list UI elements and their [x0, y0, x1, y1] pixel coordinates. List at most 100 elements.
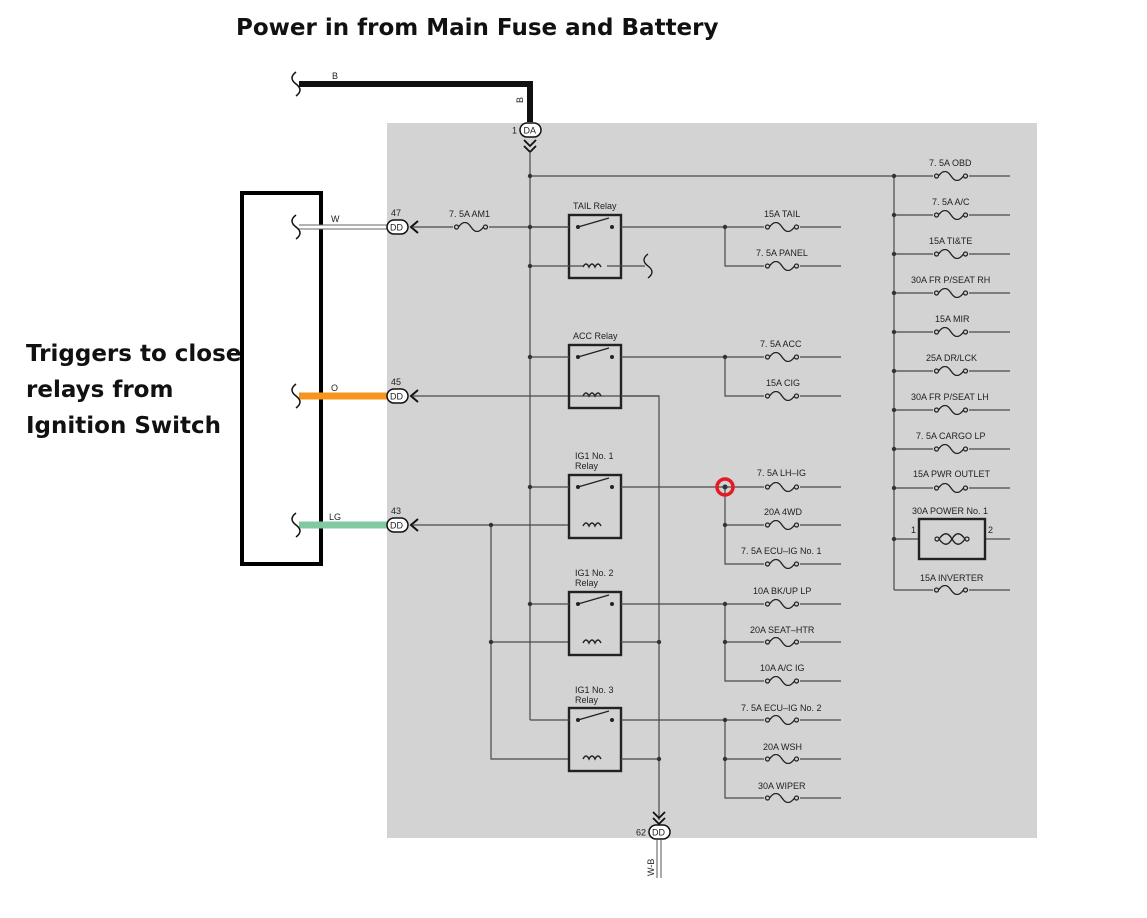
junction-dot [722, 522, 728, 528]
highlight-circle [715, 477, 735, 497]
relay-acc: ACC Relay [567, 331, 623, 410]
junction-dot [891, 446, 897, 452]
power-in-annotation: Power in from Main Fuse and Battery [236, 15, 719, 41]
svg-text:Relay: Relay [575, 461, 599, 471]
fuse-seat-htr-label: 20A SEAT–HTR [750, 625, 815, 635]
fuse-cig-label: 15A CIG [766, 378, 800, 388]
fuse-am1-label: 7. 5A AM1 [449, 209, 490, 219]
battery-wire [299, 81, 533, 122]
svg-text:62: 62 [636, 828, 646, 838]
fuse-ecu-ig1-label: 7. 5A ECU–IG No. 1 [741, 546, 822, 556]
fuse-mir-label: 15A MIR [935, 314, 970, 324]
ground-wire-label: W-B [646, 859, 656, 876]
fuse-ac-ig-label: 10A A/C IG [760, 663, 805, 673]
junction-dot [527, 601, 533, 607]
fuse-dr-lck-label: 25A DR/LCK [926, 353, 977, 363]
svg-text:DD: DD [390, 521, 403, 531]
junction-dot [891, 368, 897, 374]
fuse-inverter-label: 15A INVERTER [920, 573, 984, 583]
junction-dot [722, 601, 728, 607]
svg-text:IG1 No. 1: IG1 No. 1 [575, 451, 614, 461]
wire-o-label: O [331, 383, 338, 393]
junction-dot [722, 484, 728, 490]
junction-dot [527, 354, 533, 360]
svg-text:IG1 No. 2: IG1 No. 2 [575, 568, 614, 578]
svg-text:2: 2 [988, 525, 993, 535]
junction-dot [891, 536, 897, 542]
tail-coil-break [643, 253, 653, 279]
triggers-annotation-line3: Ignition Switch [26, 413, 221, 439]
tail-branch [724, 227, 841, 267]
junction-dot [722, 756, 728, 762]
fuse-fr-pseat-rh-label: 30A FR P/SEAT RH [911, 275, 990, 285]
battery-wire-label-vertical: B [515, 97, 525, 103]
fuse-fr-pseat-lh-label: 30A FR P/SEAT LH [911, 392, 989, 402]
svg-text:43: 43 [391, 506, 401, 516]
battery-wire-label: B [332, 71, 338, 81]
fuse-panel-label: 7. 5A PANEL [756, 248, 808, 258]
fuse-wiper-label: 30A WIPER [758, 781, 806, 791]
svg-text:Relay: Relay [575, 695, 599, 705]
triggers-annotation-line2: relays from [26, 377, 173, 403]
wire-w-label: W [331, 214, 340, 224]
svg-text:ACC Relay: ACC Relay [573, 331, 618, 341]
relay-ig1-no3: IG1 No. 3 Relay [567, 685, 623, 773]
junction-dot [891, 173, 897, 179]
relay-ig1-no2: IG1 No. 2 Relay [567, 568, 623, 657]
junction-block-panel [387, 123, 1037, 838]
svg-text:1: 1 [512, 126, 517, 136]
junction-dot [891, 251, 897, 257]
wire-lg-label: LG [329, 512, 341, 522]
svg-text:DD: DD [390, 223, 403, 233]
junction-dot [722, 717, 728, 723]
connector-dd-62: DD 62 [636, 811, 671, 840]
wire-lg-break [291, 512, 301, 538]
svg-text:TAIL Relay: TAIL Relay [573, 201, 617, 211]
battery-wire-break [291, 71, 301, 97]
relay-tail: TAIL Relay [567, 201, 623, 280]
junction-dot [656, 639, 662, 645]
triggers-annotation-line1: Triggers to close [26, 341, 241, 367]
svg-text:30A POWER No. 1: 30A POWER No. 1 [912, 506, 988, 516]
ig1-no2-relay-wires [530, 603, 841, 643]
junction-dot [527, 224, 533, 230]
fuse-ac-label: 7. 5A A/C [932, 197, 970, 207]
connector-dd-45: 45 DD [386, 377, 419, 404]
junction-dot [527, 263, 533, 269]
svg-text:DD: DD [652, 828, 665, 838]
breaker-power-no1: 30A POWER No. 1 1 2 [911, 506, 993, 561]
fuse-bkup-lp-label: 10A BK/UP LP [753, 586, 811, 596]
fuse-lh-ig-label: 7. 5A LH–IG [757, 468, 806, 478]
wire-w-break [291, 214, 301, 240]
acc-branch [724, 357, 841, 397]
junction-dot [722, 354, 728, 360]
fuse-cargo-lp-label: 7. 5A CARGO LP [916, 431, 986, 441]
junction-dot [656, 756, 662, 762]
svg-text:IG1 No. 3: IG1 No. 3 [575, 685, 614, 695]
connector-dd-43: 43 DD [386, 506, 419, 533]
fuse-wsh-label: 20A WSH [763, 742, 802, 752]
junction-dot [527, 484, 533, 490]
junction-dot [488, 522, 494, 528]
junction-dot [488, 639, 494, 645]
svg-text:1: 1 [911, 525, 916, 535]
fuse-pwr-outlet-label: 15A PWR OUTLET [913, 469, 991, 479]
fuse-tite-label: 15A TI&TE [929, 236, 972, 246]
connector-dd-47: 47 DD [386, 208, 419, 235]
fuse-ecu-ig2-label: 7. 5A ECU–IG No. 2 [741, 703, 822, 713]
fuse-acc-label: 7. 5A ACC [760, 339, 802, 349]
svg-text:Relay: Relay [575, 578, 599, 588]
junction-dot [891, 407, 897, 413]
junction-dot [722, 224, 728, 230]
ignition-switch-box [240, 191, 323, 566]
junction-dot [891, 212, 897, 218]
svg-text:DA: DA [524, 126, 537, 136]
ig1-no3-relay-wires [530, 719, 841, 760]
fuse-tail-label: 15A TAIL [764, 209, 800, 219]
junction-dot [527, 173, 533, 179]
wire-o-break [291, 383, 301, 409]
fuse-obd-label: 7. 5A OBD [929, 158, 972, 168]
junction-dot [722, 639, 728, 645]
